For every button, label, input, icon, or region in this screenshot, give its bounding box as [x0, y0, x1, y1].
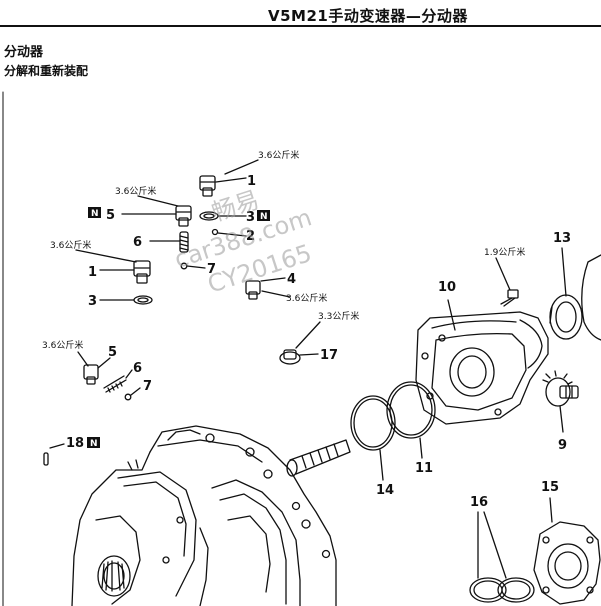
plug-5-top: [175, 205, 192, 227]
transfer-case: [71, 425, 337, 606]
label-3-top: 3: [246, 210, 255, 225]
label-11: 11: [415, 461, 433, 476]
label-6-top: 6: [133, 235, 142, 250]
watermark: 畅易 car388.com CY20165: [171, 186, 315, 299]
n-mark-text-5: N: [91, 209, 99, 219]
torque-label-1-left: 3.6公斤米: [50, 239, 91, 251]
plug-1-left: [133, 260, 151, 284]
gasket-16-b: [497, 577, 535, 603]
label-17: 17: [320, 348, 338, 363]
pin-18: [43, 452, 49, 466]
n-mark-text-18: N: [90, 439, 98, 449]
plug-1-top: [199, 175, 216, 197]
input-shaft: [286, 439, 351, 477]
label-1-left: 1: [88, 265, 97, 280]
bolt-17: [279, 349, 301, 365]
label-2: 2: [246, 229, 255, 244]
torque-label-4: 3.6公斤米: [286, 292, 327, 304]
n-mark-3: [257, 210, 270, 221]
label-3-left: 3: [88, 294, 97, 309]
label-5-top: 5: [106, 208, 115, 223]
plug-5-lower: [83, 364, 99, 385]
torque-label-5-lower: 3.6公斤米: [42, 339, 83, 351]
label-16: 16: [470, 495, 488, 510]
section-title: 分动器: [4, 45, 44, 60]
label-6-lower: 6: [133, 361, 142, 376]
oring-14: [350, 395, 396, 451]
section-subtitle: 分解和重新装配: [4, 64, 89, 78]
n-mark-text-3: N: [260, 212, 268, 222]
plug-4: [245, 280, 261, 300]
bolt-small: [500, 289, 519, 307]
seal-13: [549, 294, 583, 340]
gasket-16-a: [469, 577, 507, 603]
label-9: 9: [558, 438, 567, 453]
page-header-title: V5M21手动变速器—分动器: [268, 7, 468, 25]
n-mark-5: [88, 207, 101, 218]
oring-2-small: [211, 228, 219, 236]
label-13: 13: [553, 231, 571, 246]
label-14: 14: [376, 483, 394, 498]
header-rule: [0, 25, 601, 27]
torque-label-1-top: 3.6公斤米: [258, 149, 299, 161]
label-7-lower: 7: [143, 379, 152, 394]
ball-7-lower: [124, 393, 132, 401]
torque-label-bolt: 1.9公斤米: [484, 246, 525, 258]
housing-10: [415, 311, 549, 425]
cover-15: [533, 521, 601, 605]
spring-6-top: [179, 231, 189, 253]
label-5-lower: 5: [108, 345, 117, 360]
label-1-top: 1: [247, 174, 256, 189]
label-10: 10: [438, 280, 456, 295]
oring-11: [386, 381, 436, 439]
washer-3-left: [133, 295, 153, 305]
torque-label-5-top: 3.6公斤米: [115, 185, 156, 197]
label-18: 18: [66, 436, 84, 451]
torque-label-17: 3.3公斤米: [318, 310, 359, 322]
label-15: 15: [541, 480, 559, 495]
label-7-top: 7: [207, 262, 216, 277]
spring-6-lower: [103, 375, 127, 393]
gear-9: [542, 370, 579, 407]
label-4: 4: [287, 272, 296, 287]
n-mark-18: [87, 437, 100, 448]
washer-3-top: [199, 211, 219, 221]
